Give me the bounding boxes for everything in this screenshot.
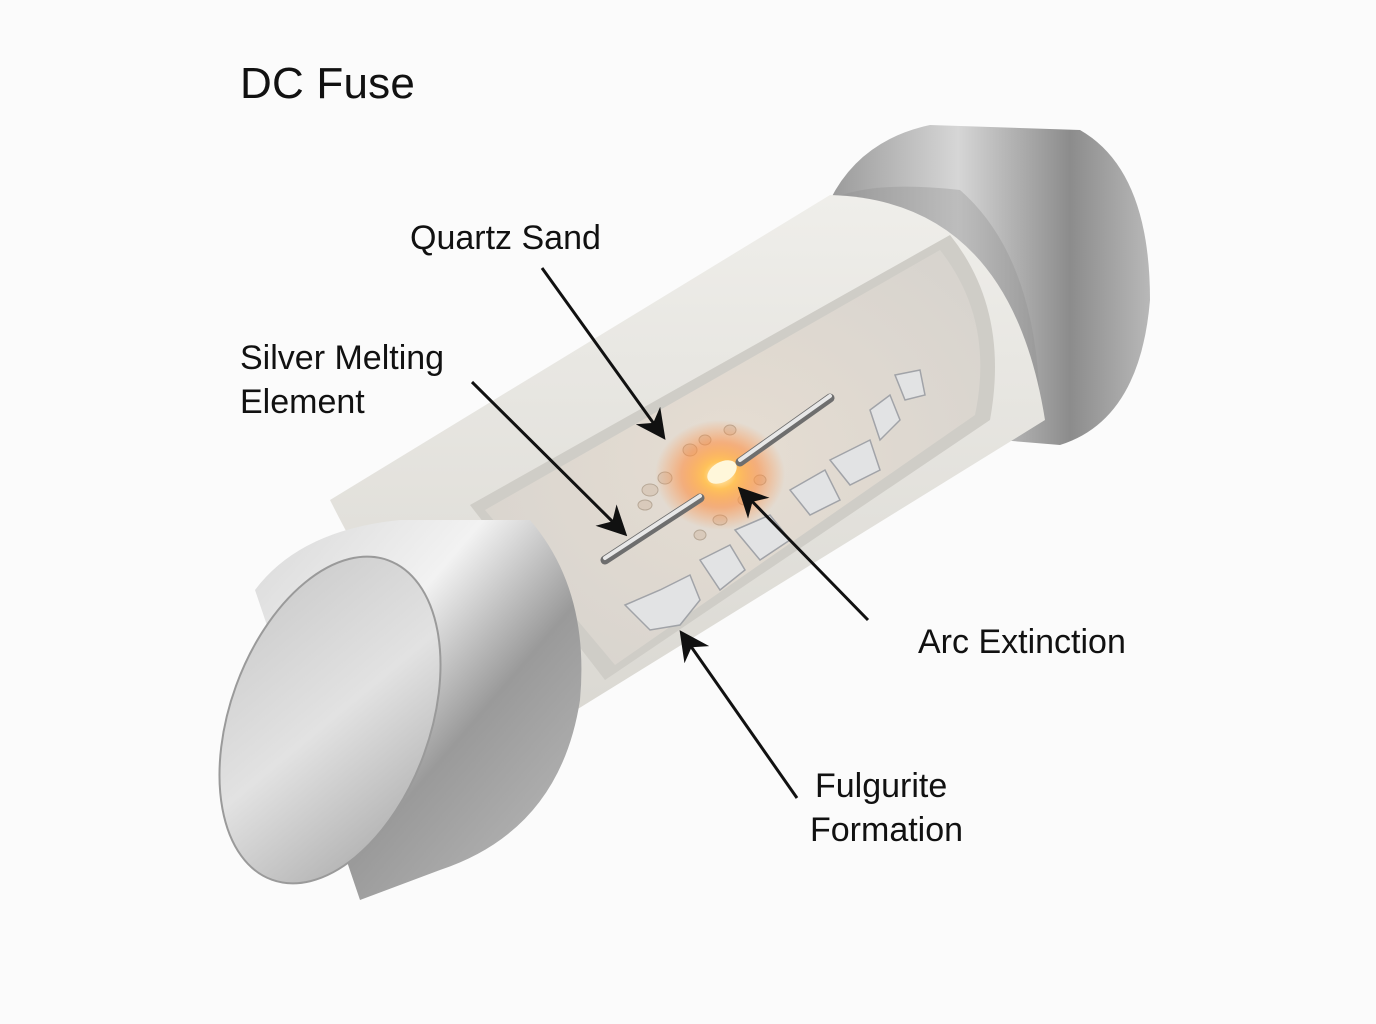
label-fulgurite-line1: Fulgurite: [815, 767, 948, 805]
label-fulgurite-formation: Fulgurite Formation: [810, 764, 963, 852]
label-silver-line2: Element: [240, 383, 365, 421]
arrow-fulgurite: [679, 630, 799, 799]
arrow-arc-extinction: [737, 486, 870, 622]
label-arc-line1: Arc Extinction: [918, 623, 1126, 661]
label-arc-extinction: Arc Extinction: [918, 620, 1126, 664]
arrow-quartz-sand: [540, 267, 666, 440]
label-silver-line1: Silver Melting: [240, 339, 445, 377]
left-end-cap: [218, 520, 582, 900]
label-quartz-sand: Quartz Sand: [410, 216, 601, 260]
arrow-silver-element: [470, 380, 628, 537]
callout-arrows: [470, 267, 870, 799]
label-silver-melting-element: Silver Melting Element: [240, 336, 444, 424]
diagram-title: DC Fuse: [240, 59, 415, 108]
silver-wire: [600, 393, 835, 565]
label-quartz-sand-line1: Quartz Sand: [410, 219, 601, 257]
label-fulgurite-line2: Formation: [810, 811, 964, 849]
